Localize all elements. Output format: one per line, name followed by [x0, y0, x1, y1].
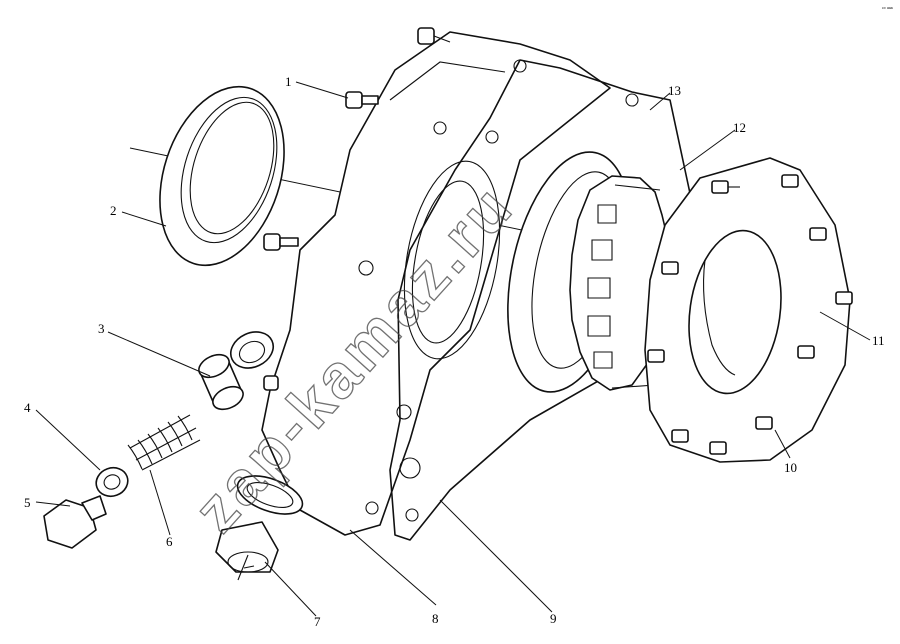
callout-10: 10 [784, 460, 797, 475]
valve-sleeve [198, 353, 244, 411]
callout-13: 13 [668, 83, 681, 98]
leader-lines [35, 81, 871, 617]
valve-spring [127, 414, 201, 471]
corner-mark: ᶜᵒ ᵃᵃᵃ [882, 6, 893, 12]
callout-2: 2 [110, 203, 117, 218]
callout-3: 3 [98, 321, 105, 336]
callout-9: 9 [550, 611, 557, 626]
callout-1: 1 [285, 74, 292, 89]
callout-6: 6 [166, 534, 173, 549]
callout-12: 12 [733, 120, 746, 135]
housing-bolts [263, 27, 451, 391]
cover-bolts [647, 174, 853, 455]
washer [95, 466, 129, 498]
callout-8: 8 [432, 611, 439, 626]
callout-4: 4 [24, 400, 31, 415]
callout-numbers: 1 2 3 4 5 6 7 8 9 10 11 12 13 [24, 74, 885, 629]
gear-rotor [569, 175, 669, 391]
callout-7: 7 [314, 614, 321, 629]
filter-cap [215, 521, 279, 581]
callout-11: 11 [872, 333, 885, 348]
pump-cover [644, 157, 851, 463]
callout-5: 5 [24, 495, 31, 510]
valve-plug [43, 495, 107, 549]
oil-seal [159, 85, 285, 267]
